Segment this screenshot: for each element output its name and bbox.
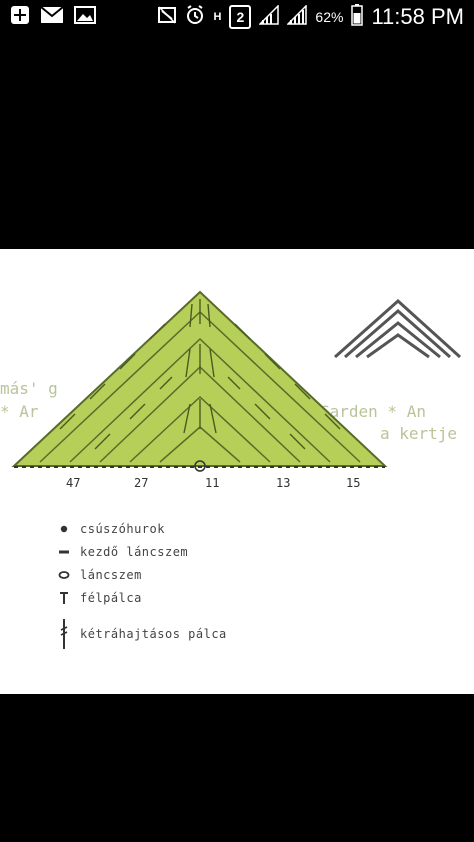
background-text: más' g: [0, 379, 58, 398]
sim-slot-badge: 2: [229, 5, 252, 29]
network-type-indicator: H: [213, 11, 222, 23]
legend-item: félpálca: [52, 586, 227, 609]
nfc-icon: [157, 5, 177, 30]
background-text: a kertje: [380, 424, 457, 443]
chain-stitch-icon: [52, 570, 76, 580]
stitch-count: 27: [134, 476, 148, 490]
mail-icon: [40, 5, 64, 29]
add-icon: [10, 5, 30, 30]
legend-item: kezdő láncszem: [52, 540, 227, 563]
image-viewer[interactable]: más' g * Ar kert Garden * An a kertje: [0, 34, 474, 842]
legend-item: kétráhajtásos pálca: [52, 615, 227, 653]
legend-item: láncszem: [52, 563, 227, 586]
legend-label: csúszóhurok: [80, 521, 165, 536]
clock: 11:58 PM: [371, 4, 464, 29]
battery-percent: 62%: [315, 9, 344, 25]
image-icon: [74, 5, 96, 29]
background-text: Garden * An: [320, 402, 426, 421]
background-text: * Ar: [0, 402, 39, 421]
half-double-crochet-icon: [52, 591, 76, 605]
legend: csúszóhurok kezdő láncszem láncszem félp…: [52, 517, 227, 653]
slip-stitch-icon: [52, 524, 76, 534]
legend-label: kétráhajtásos pálca: [80, 627, 227, 641]
shawl-chart-diagram: [11, 290, 388, 472]
stitch-count: 47: [66, 476, 80, 490]
stitch-count: 15: [346, 476, 360, 490]
layered-shawl-diagram: [334, 298, 462, 359]
starting-chain-icon: [52, 548, 76, 556]
battery-icon: [351, 3, 364, 31]
legend-label: félpálca: [80, 590, 142, 605]
legend-item: csúszóhurok: [52, 517, 227, 540]
alarm-icon: [185, 4, 205, 30]
signal-icon: [286, 3, 308, 30]
stitch-count: 13: [276, 476, 290, 490]
legend-label: láncszem: [80, 567, 142, 582]
treble-crochet-icon: [52, 618, 76, 650]
crochet-chart-image[interactable]: más' g * Ar kert Garden * An a kertje: [0, 249, 474, 694]
status-bar: H 2 62% 11:58 PM: [0, 0, 474, 34]
signal-icon: [258, 3, 280, 30]
stitch-count: 11: [205, 476, 219, 490]
legend-label: kezdő láncszem: [80, 544, 189, 559]
